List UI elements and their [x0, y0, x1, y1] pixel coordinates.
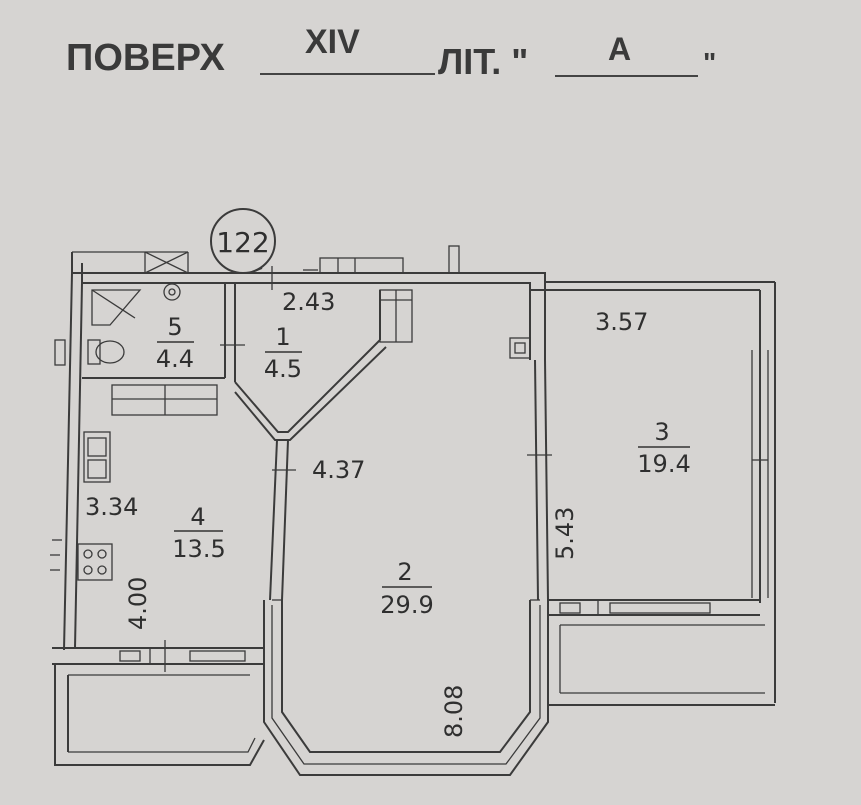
toilet-icon [87, 339, 125, 365]
room-3: 3 19.4 [637, 418, 690, 478]
room-number: 2 [397, 558, 412, 586]
room-area: 13.5 [172, 535, 225, 563]
floor-label: ПОВЕРХ [66, 37, 226, 79]
dimension-room4-side: 4.00 [124, 577, 152, 630]
room-number: 1 [275, 323, 290, 351]
letter-label: ЛІТ. " [438, 41, 528, 82]
room-area: 4.5 [264, 355, 302, 383]
room-area: 4.4 [156, 345, 194, 373]
fixtures [50, 283, 181, 581]
room-1: 1 4.5 [264, 323, 302, 383]
dimension-room2-left: 4.37 [312, 456, 365, 484]
dimension-room2-right: 5.43 [551, 507, 579, 560]
room-area: 29.9 [380, 591, 433, 619]
letter-close: " [703, 47, 716, 78]
dimension-ticks [164, 266, 552, 672]
room-number: 5 [167, 313, 182, 341]
room-number: 4 [190, 503, 205, 531]
floor-value: XIV [305, 23, 360, 61]
room-area: 19.4 [637, 450, 690, 478]
dimension-corridor-top: 2.43 [282, 288, 335, 316]
letter-value: А [608, 31, 631, 67]
room-number: 3 [654, 418, 669, 446]
dimension-room4-top: 3.34 [85, 493, 138, 521]
dimension-room3-top: 3.57 [595, 308, 648, 336]
kitchen-sink-icon [83, 431, 111, 483]
apartment-number-marker: 122 [210, 208, 276, 274]
apartment-number: 122 [216, 226, 269, 259]
stove-icon [77, 543, 113, 581]
room-4: 4 13.5 [172, 503, 225, 563]
walls [52, 245, 776, 776]
room-5: 5 4.4 [156, 313, 194, 373]
room-2: 2 29.9 [380, 558, 433, 619]
dimension-room2-bottom: 8.08 [440, 685, 468, 738]
